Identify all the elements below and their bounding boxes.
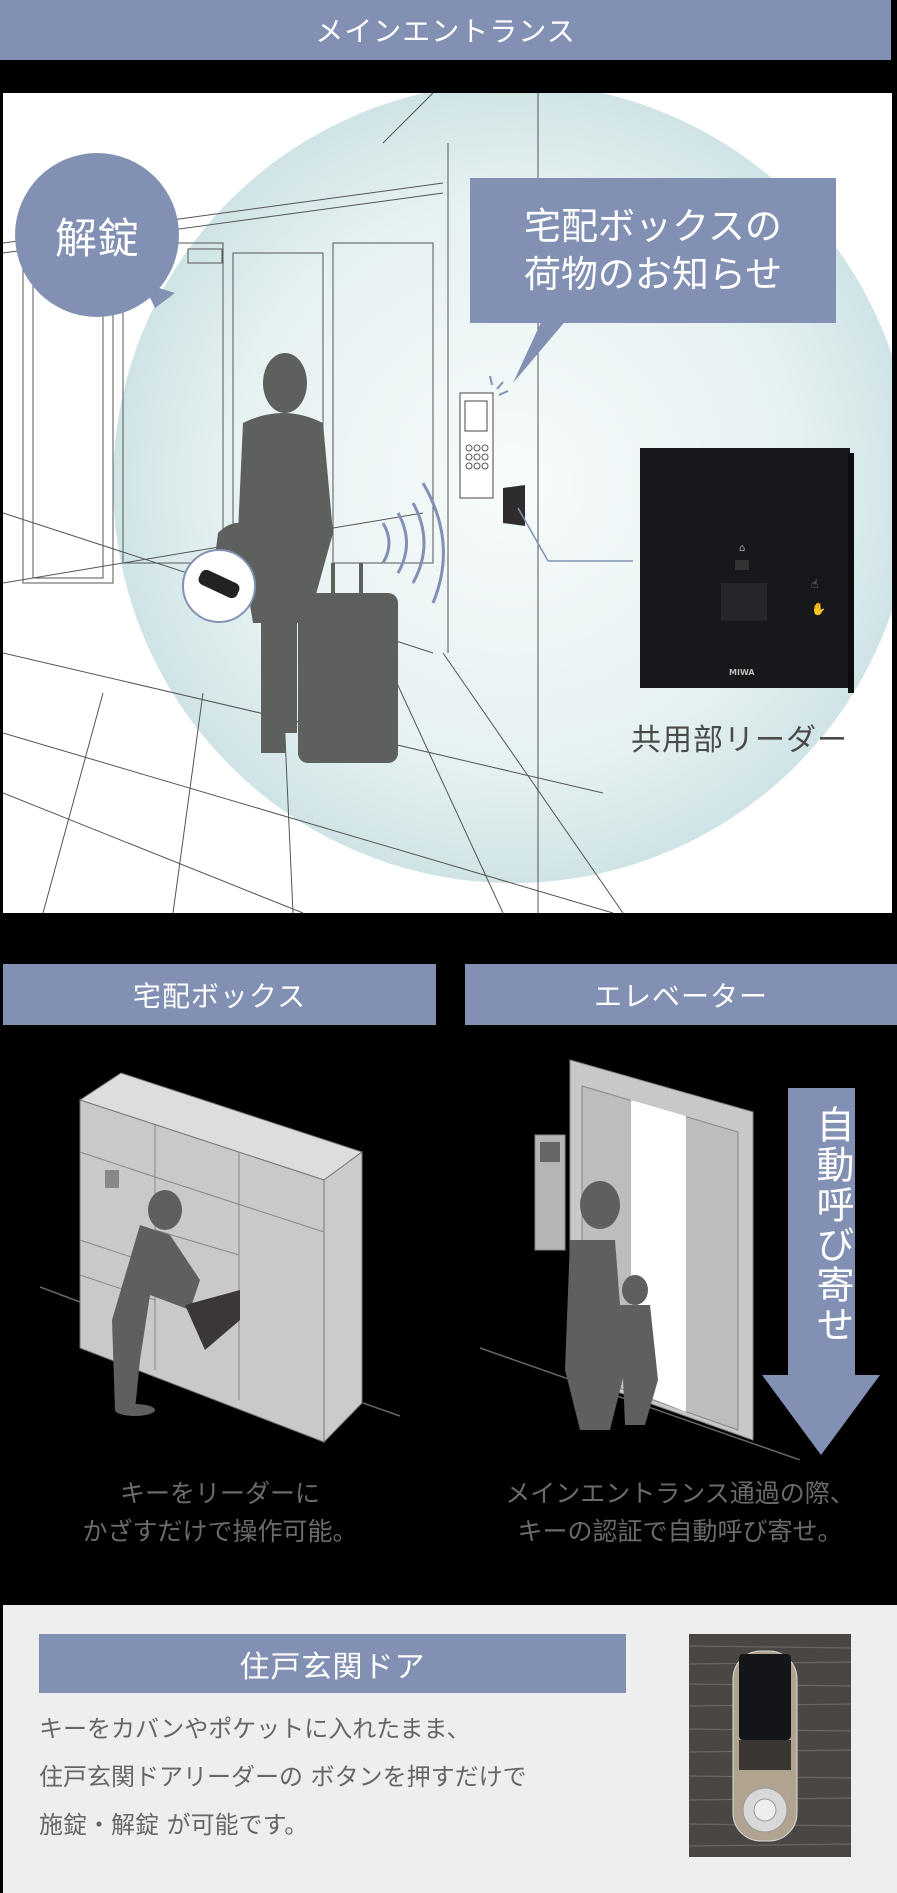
caption-line: キーの認証で自動呼び寄せ。 [517, 1517, 843, 1546]
section-title: メインエントランス [315, 15, 576, 48]
caption-line: メインエントランス通過の際、 [505, 1479, 855, 1508]
svg-text:☝: ☝ [811, 577, 818, 591]
section-header-elevator: エレベーター [465, 964, 897, 1025]
section-header-door: 住戸玄関ドア [39, 1634, 626, 1693]
svg-text:✋: ✋ [811, 602, 826, 616]
delivery-notice-line2: 荷物のお知らせ [523, 252, 783, 296]
entrance-door-panel: 住戸玄関ドア キーをカバンやポケットに入れたまま、 住戸玄関ドアリーダーの ボタ… [3, 1605, 897, 1893]
unlock-bubble: 解錠 [15, 153, 179, 317]
section-title: 宅配ボックス [132, 979, 307, 1013]
elevator-caption: メインエントランス通過の際、 キーの認証で自動呼び寄せ。 [470, 1475, 890, 1551]
common-reader-label: 共用部リーダー [631, 723, 848, 758]
delivery-notice-line1: 宅配ボックスの [524, 204, 782, 248]
caption-line: かざすだけで操作可能。 [82, 1517, 358, 1546]
section-title: 住戸玄関ドア [239, 1649, 426, 1685]
section-header-delivery-box: 宅配ボックス [3, 964, 436, 1025]
section-header-main-entrance: メインエントランス [0, 0, 891, 60]
description-line: 住戸玄関ドアリーダーの ボタンを押すだけで [39, 1763, 527, 1791]
door-description: キーをカバンやポケットに入れたまま、 住戸玄関ドアリーダーの ボタンを押すだけで… [39, 1705, 659, 1849]
description-line: キーをカバンやポケットに入れたまま、 [39, 1715, 471, 1743]
svg-text:MIWA: MIWA [729, 668, 755, 677]
arrow-down-icon [762, 1088, 880, 1455]
delivery-box-illustration [39, 1072, 401, 1444]
section-title: エレベーター [593, 979, 768, 1013]
unlock-label: 解錠 [54, 213, 139, 263]
auto-call-label: 自動呼び寄せ [810, 1105, 854, 1345]
svg-text:⌂: ⌂ [739, 543, 745, 554]
caption-line: キーをリーダーに [119, 1479, 320, 1508]
elevator-illustration [479, 1059, 801, 1460]
description-line: 施錠・解錠 が可能です。 [39, 1811, 309, 1839]
main-entrance-illustration: ⌂ ☝ ✋ MIWA 解錠 宅配ボックスの 荷物のお知らせ 共用部リーダー [3, 93, 892, 913]
delivery-box-caption: キーをリーダーに かざすだけで操作可能。 [20, 1475, 420, 1551]
door-reader-photo [689, 1634, 851, 1857]
delivery-notice-bubble: 宅配ボックスの 荷物のお知らせ [470, 178, 836, 323]
